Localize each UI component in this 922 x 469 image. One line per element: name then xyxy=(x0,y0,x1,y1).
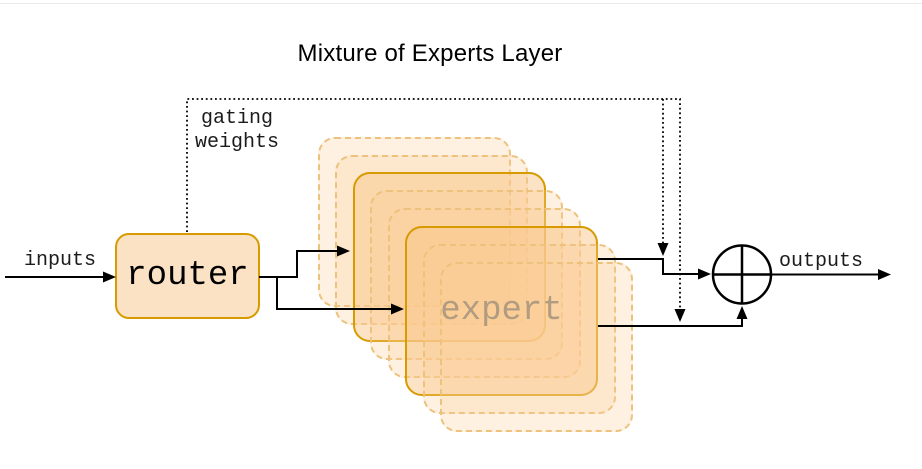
outputs-label: outputs xyxy=(779,250,864,273)
gating-weights-label: gating weights xyxy=(187,107,287,155)
sum-node xyxy=(711,244,773,305)
page-top-divider xyxy=(0,3,922,4)
gating-weights-line2: weights xyxy=(194,131,279,154)
sum-plus-icon xyxy=(713,245,771,304)
diagram-title: Mixture of Experts Layer xyxy=(297,40,563,67)
input-arrow xyxy=(5,271,116,283)
expert-box-8 xyxy=(440,262,633,432)
router-box: router xyxy=(115,233,260,319)
inputs-label: inputs xyxy=(23,249,96,272)
gating-arrowhead-top-icon xyxy=(657,243,669,256)
gating-arrowhead-bottom-icon xyxy=(674,309,686,322)
gating-weights-line1: gating xyxy=(200,107,273,130)
